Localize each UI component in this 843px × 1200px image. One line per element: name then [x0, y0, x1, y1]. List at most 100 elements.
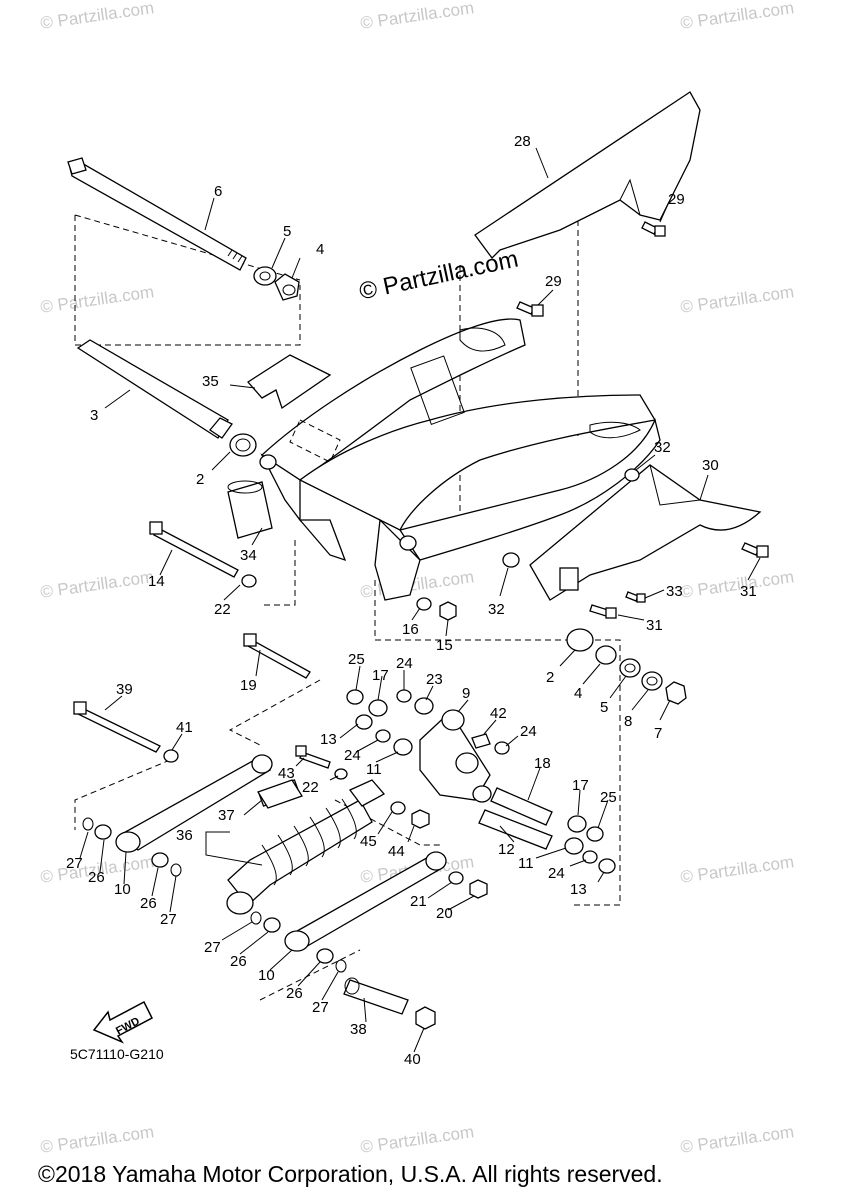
callout-34: 34 — [240, 547, 257, 564]
leader-lines — [79, 147, 761, 1053]
callout-30: 30 — [702, 457, 719, 474]
collar-38 — [343, 977, 409, 1015]
pivot-sleeve-3 — [76, 339, 233, 439]
callout-numbers: 28 29 6 5 4 29 35 3 2 32 30 34 14 22 31 … — [66, 133, 757, 1068]
callout-37: 37 — [218, 807, 235, 824]
callout-40: 40 — [404, 1051, 421, 1068]
callout-5b: 5 — [600, 699, 608, 716]
bearing-23 — [414, 697, 434, 715]
washer-24a — [396, 689, 412, 703]
bushing-17b — [567, 815, 587, 833]
circlip-27b — [170, 863, 182, 877]
callout-44: 44 — [388, 843, 405, 860]
callout-26b: 26 — [140, 895, 157, 912]
collar-42 — [471, 733, 491, 749]
fwd-arrow-icon: FWD — [92, 1000, 153, 1044]
callout-18: 18 — [534, 755, 551, 772]
callout-14: 14 — [148, 573, 165, 590]
callout-19: 19 — [240, 677, 257, 694]
bolt-29b — [516, 301, 544, 317]
callout-35: 35 — [202, 373, 219, 390]
bolt-39 — [73, 701, 161, 753]
bolt-33 — [625, 591, 646, 603]
callout-24: 24 — [396, 655, 413, 672]
dashed-assembly-lines — [74, 180, 621, 1001]
callout-32b: 32 — [488, 601, 505, 618]
callout-15: 15 — [436, 637, 453, 654]
callout-21: 21 — [410, 893, 427, 910]
washer-5-right — [619, 658, 641, 678]
callout-24c: 24 — [344, 747, 361, 764]
callout-28: 28 — [514, 133, 531, 150]
collar-26b — [151, 852, 169, 868]
callout-24d: 24 — [548, 865, 565, 882]
callout-13: 13 — [320, 731, 337, 748]
callout-10b: 10 — [258, 967, 275, 984]
collar-26c — [263, 917, 281, 933]
collar-13a — [355, 714, 373, 730]
callout-27b: 27 — [160, 911, 177, 928]
callout-32: 32 — [654, 439, 671, 456]
callout-9: 9 — [462, 685, 470, 702]
washer-41 — [163, 749, 179, 763]
callout-26c: 26 — [230, 953, 247, 970]
washer-24c — [375, 729, 391, 743]
callout-12: 12 — [498, 841, 515, 858]
sleeve-34 — [227, 480, 273, 539]
copyright-notice: ©2018 Yamaha Motor Corporation, U.S.A. A… — [38, 1161, 663, 1187]
nut-20 — [469, 879, 488, 899]
label-plate-35 — [247, 354, 332, 410]
callout-2: 2 — [196, 471, 204, 488]
callout-8: 8 — [624, 713, 632, 730]
circlip-27a — [82, 817, 94, 831]
bushing-17 — [368, 699, 388, 717]
chain-guard-28 — [474, 91, 701, 259]
washer-8 — [641, 671, 663, 691]
diagram-code: 5C71110-G210 — [70, 1046, 164, 1062]
callout-26d: 26 — [286, 985, 303, 1002]
nut-7 — [665, 681, 687, 705]
callout-26: 26 — [88, 869, 105, 886]
callout-39: 39 — [116, 681, 133, 698]
collar-32b — [502, 552, 520, 568]
callout-13b: 13 — [570, 881, 587, 898]
bolt-31a — [741, 542, 769, 558]
callout-29b: 29 — [545, 273, 562, 290]
washer-24b — [494, 741, 510, 755]
callout-33: 33 — [666, 583, 683, 600]
callout-38: 38 — [350, 1021, 367, 1038]
callout-22: 22 — [214, 601, 231, 618]
callout-11: 11 — [366, 761, 382, 778]
washer-16 — [416, 597, 432, 611]
callout-25: 25 — [348, 651, 365, 668]
sleeve-18 — [490, 787, 553, 826]
washer-21 — [448, 871, 464, 885]
callout-7: 7 — [654, 725, 662, 742]
circlip-27d — [335, 959, 347, 973]
washer-45 — [390, 801, 406, 815]
collar-4-right — [595, 645, 617, 665]
callout-20: 20 — [436, 905, 453, 922]
connecting-rod-10b — [284, 851, 447, 952]
nut-40 — [415, 1006, 436, 1030]
bearing-11b — [564, 837, 584, 855]
collar-13b — [598, 858, 616, 874]
bolt-31b — [589, 604, 617, 619]
collar-32a — [624, 468, 640, 482]
mud-guard-30 — [529, 464, 762, 601]
callout-23: 23 — [426, 671, 443, 688]
callout-5: 5 — [283, 223, 291, 240]
label-37 — [257, 779, 303, 809]
callout-41: 41 — [176, 719, 193, 736]
collar-4 — [274, 273, 300, 301]
callout-27c: 27 — [204, 939, 221, 956]
callout-24b: 24 — [520, 723, 537, 740]
callout-4: 4 — [316, 241, 324, 258]
washer-5 — [253, 266, 277, 286]
callout-10: 10 — [114, 881, 131, 898]
washer-22b — [334, 768, 348, 780]
callout-4b: 4 — [574, 685, 582, 702]
swingarm — [259, 318, 661, 601]
